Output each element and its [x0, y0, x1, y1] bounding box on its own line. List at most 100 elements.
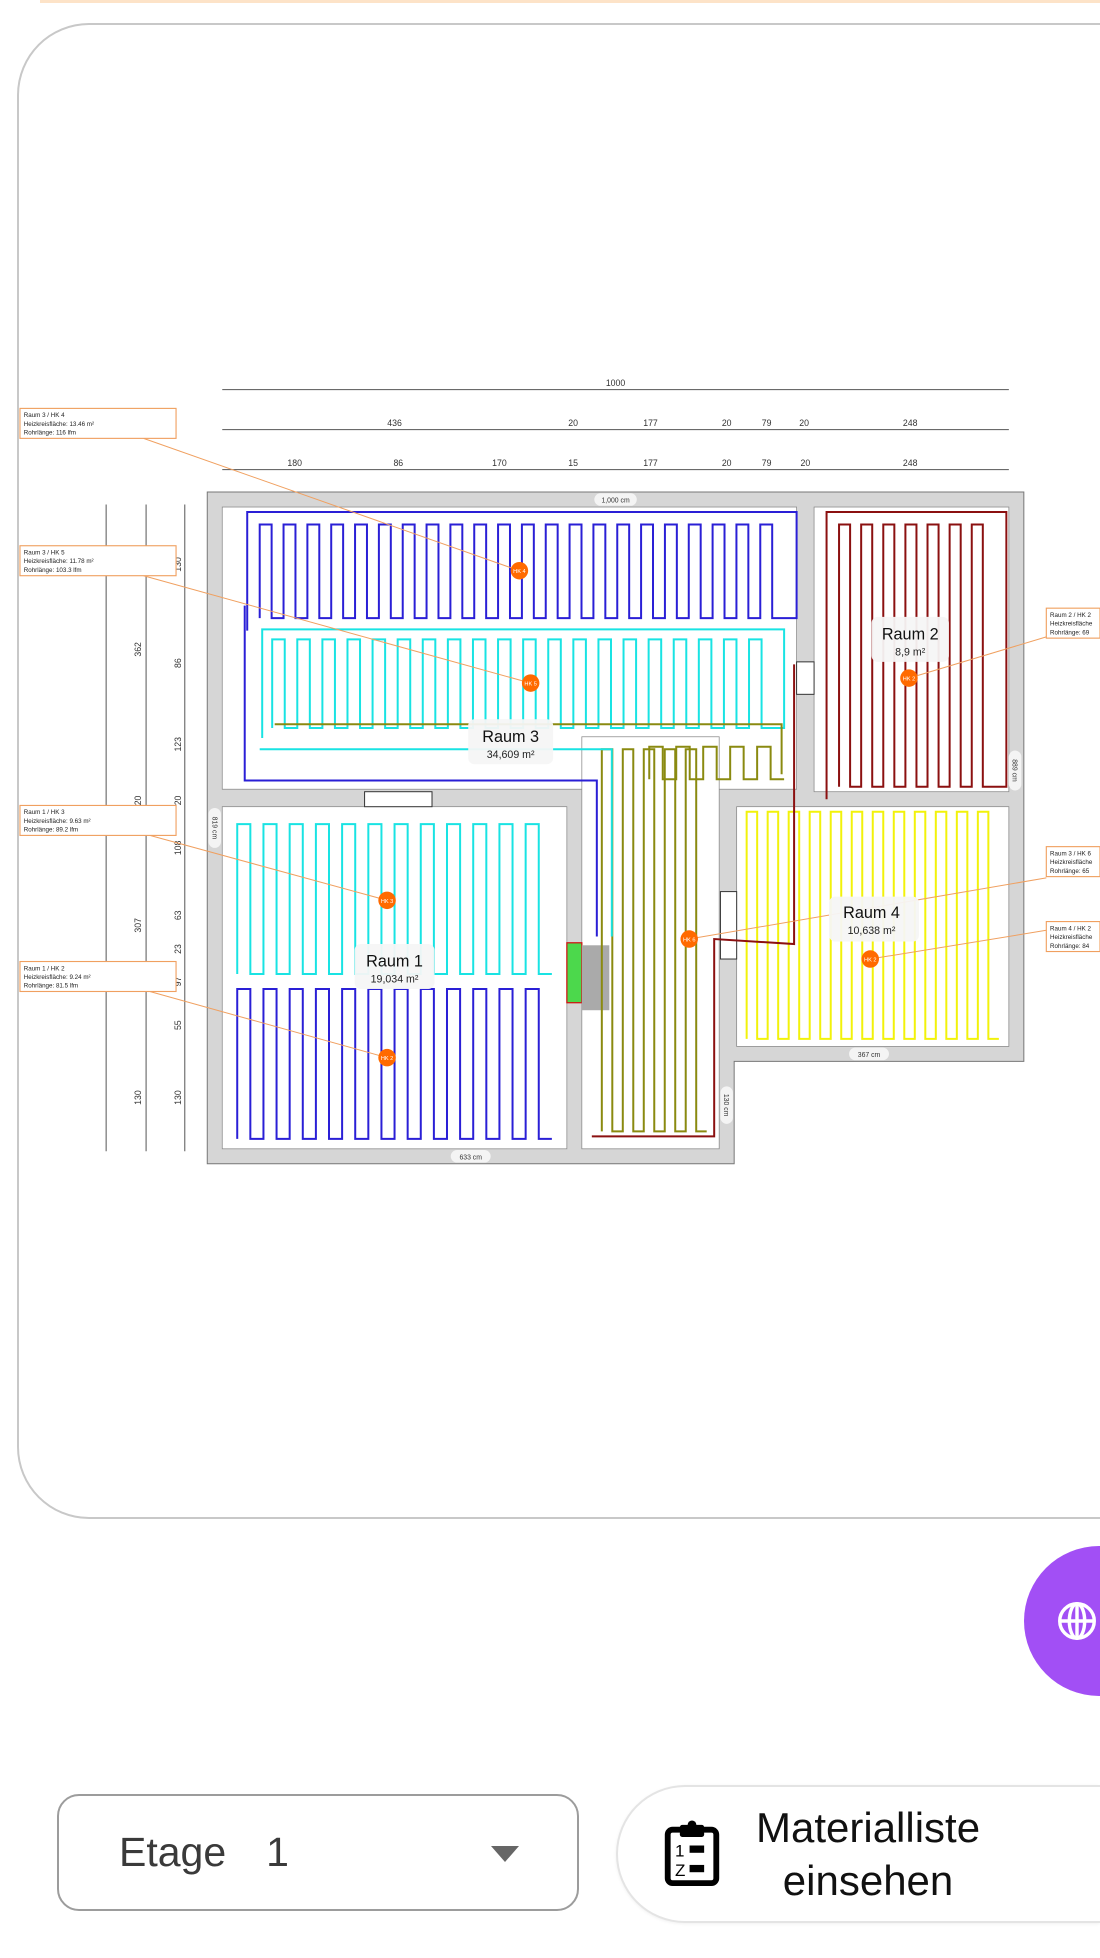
chevron-down-icon — [491, 1846, 519, 1862]
pipe-raum4-hk2 — [745, 810, 999, 1040]
svg-text:Rohrlänge: 103.3 lfm: Rohrlänge: 103.3 lfm — [24, 567, 82, 574]
annotation-raum3-hk5[interactable]: Raum 3 / HK 5 Heizkreisfläche: 11.78 m² … — [19, 545, 177, 577]
hk-markers: HK 4 HK 5 HK 3 HK 2 HK 2 HK 6 HK 2 — [378, 561, 918, 1067]
pipe-supply-hk5 — [259, 748, 613, 937]
globe-icon — [1058, 1602, 1096, 1640]
wall-dim-left: 819 cm — [210, 817, 217, 840]
annotation-raum3-hk4[interactable]: Raum 3 / HK 4 Heizkreisfläche: 13.46 m² … — [19, 407, 177, 439]
hk-marker[interactable]: HK 2 — [861, 950, 880, 968]
pipe-raum2-hk2 — [825, 511, 1008, 800]
dim-label: 436 — [387, 418, 402, 428]
dim-label: 362 — [133, 642, 143, 657]
dim-label: 20 — [799, 418, 809, 428]
room-label-raum-1[interactable]: Raum 1 19,034 m² — [354, 944, 435, 989]
pipe-raum3-hk4 — [246, 511, 798, 631]
svg-text:Raum 1 / HK 3: Raum 1 / HK 3 — [24, 809, 65, 816]
dim-label: 307 — [133, 918, 143, 933]
room-label-raum-3[interactable]: Raum 3 34,609 m² — [468, 719, 554, 765]
svg-text:Raum 3: Raum 3 — [482, 728, 539, 746]
svg-text:Heizkreisfläche: 9.24 m²: Heizkreisfläche: 9.24 m² — [24, 974, 91, 981]
svg-text:Z: Z — [675, 1861, 685, 1880]
hk-marker[interactable]: HK 2 — [900, 669, 918, 687]
svg-text:Heizkreisfläche: 13.46 m²: Heizkreisfläche: 13.46 m² — [24, 421, 94, 428]
clipboard-list-icon: 1 Z — [664, 1820, 720, 1887]
hk-marker[interactable]: HK 3 — [378, 891, 396, 910]
dim-label: 79 — [762, 458, 772, 468]
annotation-raum4-hk2[interactable]: Raum 4 / HK 2 Heizkreisfläche Rohrlänge:… — [1045, 921, 1100, 953]
svg-text:Heizkreisfläche: 9.63 m²: Heizkreisfläche: 9.63 m² — [24, 818, 91, 825]
svg-text:Heizkreisfläche: 11.78 m²: Heizkreisfläche: 11.78 m² — [24, 558, 94, 565]
annotation-raum3-hk6[interactable]: Raum 3 / HK 6 Heizkreisfläche Rohrlänge:… — [1045, 846, 1100, 878]
svg-text:Raum 3 / HK 6: Raum 3 / HK 6 — [1050, 850, 1091, 857]
svg-text:Raum 4 / HK 2: Raum 4 / HK 2 — [1050, 925, 1091, 932]
hk-marker[interactable]: HK 5 — [521, 674, 540, 692]
room-labels: Raum 3 34,609 m² Raum 2 8,9 m² Raum 1 19… — [354, 616, 949, 989]
top-divider — [40, 0, 1100, 3]
svg-text:Raum 2: Raum 2 — [882, 625, 939, 643]
pipe-supply-hk2 — [591, 664, 796, 1138]
svg-text:8,9 m²: 8,9 m² — [895, 647, 926, 659]
floor-select[interactable]: Etage 1 — [57, 1794, 579, 1911]
dim-label: 1000 — [606, 378, 626, 388]
dim-label: 20 — [133, 795, 143, 805]
dim-label: 177 — [643, 458, 658, 468]
svg-text:Rohrlänge: 116 lfm: Rohrlänge: 116 lfm — [24, 430, 76, 437]
hk-marker[interactable]: HK 2 — [378, 1048, 396, 1067]
wall-dim-bottom-left: 633 cm — [459, 1154, 482, 1161]
dim-label: 97 — [173, 976, 183, 986]
door — [719, 891, 738, 960]
dim-label: 86 — [393, 458, 403, 468]
svg-text:Heizkreisfläche: Heizkreisfläche — [1050, 621, 1093, 628]
wall-dim-step: 130 cm — [722, 1094, 729, 1117]
dim-label: 130 — [173, 557, 183, 572]
material-list-label-line2: einsehen — [782, 1857, 954, 1904]
svg-text:Rohrlänge: 89.2 lfm: Rohrlänge: 89.2 lfm — [24, 827, 78, 834]
dim-label: 20 — [800, 458, 810, 468]
room-label-raum-4[interactable]: Raum 4 10,638 m² — [829, 896, 919, 942]
svg-text:HK 4: HK 4 — [513, 569, 525, 575]
dim-label: 123 — [173, 737, 183, 752]
svg-text:Raum 3 / HK 4: Raum 3 / HK 4 — [24, 412, 65, 419]
dim-label: 248 — [903, 458, 918, 468]
dim-label: 79 — [762, 418, 772, 428]
wall-dim-top: 1,000 cm — [601, 498, 630, 505]
hk-marker[interactable]: HK 4 — [510, 561, 529, 580]
material-list-label-line1: Materialliste — [756, 1804, 981, 1851]
pipe-raum3-hk5 — [261, 628, 786, 739]
dim-label: 63 — [173, 910, 183, 920]
dim-label: 20 — [722, 458, 732, 468]
svg-text:Heizkreisfläche: Heizkreisfläche — [1050, 859, 1093, 866]
dim-label: 15 — [568, 458, 578, 468]
svg-text:10,638 m²: 10,638 m² — [848, 925, 896, 937]
svg-text:1: 1 — [675, 1841, 684, 1860]
dim-label: 86 — [173, 658, 183, 668]
pipe-raum3-hk6-header — [274, 723, 783, 775]
manifold — [566, 942, 583, 1004]
svg-text:Rohrlänge: 65: Rohrlänge: 65 — [1050, 868, 1090, 875]
left-dim-labels: 362 20 307 130 130 86 123 20 108 63 23 9… — [133, 557, 183, 1105]
annotation-boxes: Raum 3 / HK 4 Heizkreisfläche: 13.46 m² … — [19, 407, 1100, 993]
hk-marker[interactable]: HK 6 — [680, 930, 698, 948]
dim-label: 130 — [133, 1090, 143, 1105]
pipe-raum3-hk6 — [600, 748, 707, 1133]
room-label-raum-2[interactable]: Raum 2 8,9 m² — [871, 616, 949, 662]
pipe-raum3-hk6-top — [648, 745, 785, 781]
annotation-raum1-hk2[interactable]: Raum 1 / HK 2 Heizkreisfläche: 9.24 m² R… — [19, 960, 177, 993]
annotation-raum1-hk3[interactable]: Raum 1 / HK 3 Heizkreisfläche: 9.63 m² R… — [19, 804, 177, 836]
floor-select-label: Etage — [119, 1829, 227, 1875]
svg-text:19,034 m²: 19,034 m² — [371, 974, 419, 986]
dim-label: 170 — [492, 458, 507, 468]
door — [796, 661, 815, 695]
material-list-label: Materialliste einsehen — [756, 1801, 980, 1907]
dim-label: 20 — [173, 795, 183, 805]
dim-label: 23 — [173, 944, 183, 954]
material-list-button[interactable]: 1 Z Materialliste einsehen — [616, 1785, 1100, 1923]
svg-text:HK 3: HK 3 — [381, 899, 393, 905]
svg-text:Heizkreisfläche: Heizkreisfläche — [1050, 934, 1093, 941]
svg-text:HK 2: HK 2 — [864, 958, 876, 964]
svg-text:34,609 m²: 34,609 m² — [487, 749, 535, 761]
annotation-raum2-hk2[interactable]: Raum 2 / HK 2 Heizkreisfläche Rohrlänge:… — [1045, 607, 1100, 639]
manifold-box — [581, 945, 610, 1011]
svg-text:Raum 2 / HK 2: Raum 2 / HK 2 — [1050, 612, 1091, 619]
